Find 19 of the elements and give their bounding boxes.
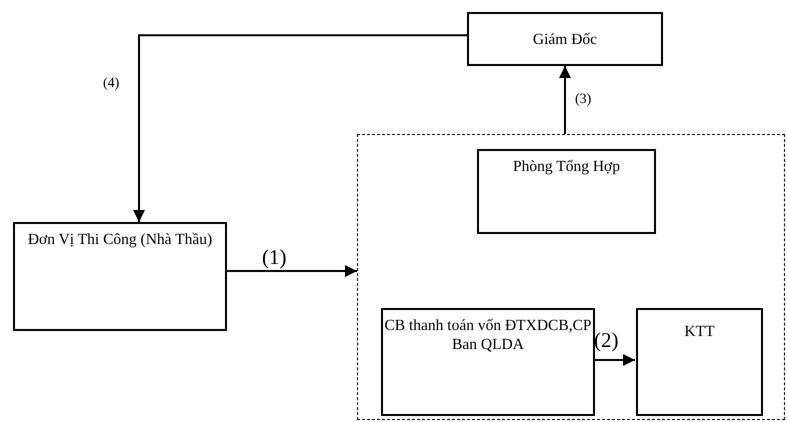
- box-label: KTT: [683, 322, 716, 341]
- arrow: [227, 265, 357, 277]
- edge-label: (2): [594, 330, 618, 351]
- arrow: [133, 34, 467, 222]
- edge-label: (3): [575, 93, 592, 107]
- arrow: [594, 354, 635, 366]
- process-box: [477, 149, 656, 234]
- process-box: [13, 222, 227, 331]
- box-label: Giám Đốc: [532, 30, 598, 48]
- edge-label: (1): [262, 247, 286, 268]
- edge-label: (4): [103, 77, 120, 91]
- process-box: [636, 308, 763, 416]
- box-label: CB thanh toán vốn ĐTXDCB,CP Ban QLDA: [383, 316, 593, 354]
- box-label: Phòng Tổng Hợp: [512, 157, 621, 176]
- process-box: [381, 308, 595, 416]
- process-box: [467, 12, 663, 66]
- box-label: Đơn Vị Thi Công (Nhà Thầu): [26, 230, 214, 249]
- arrow: [559, 66, 571, 134]
- dashed-group-box: [357, 134, 785, 420]
